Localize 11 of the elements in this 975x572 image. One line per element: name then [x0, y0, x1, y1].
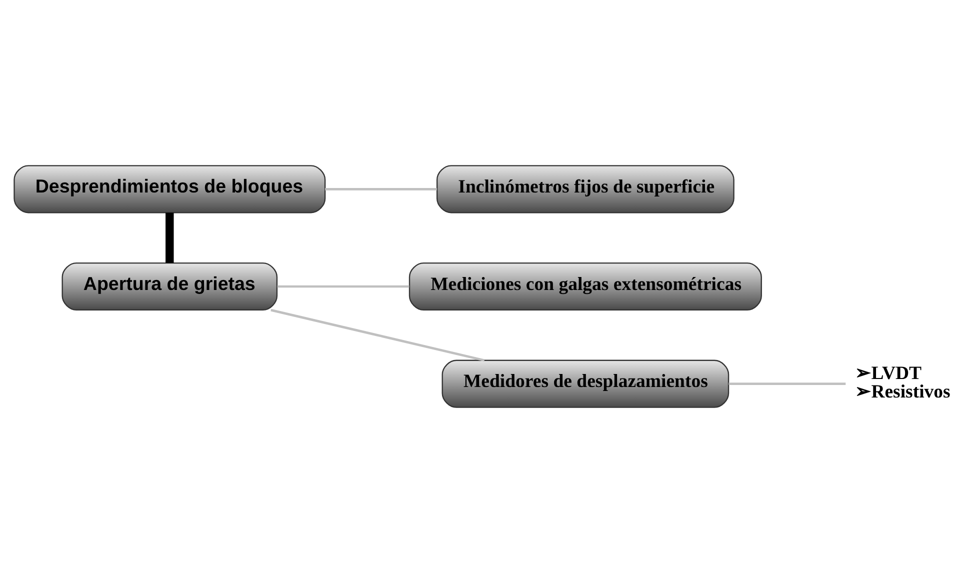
node-text: ➢LVDT ➢Resistivos — [855, 362, 950, 402]
connector — [270, 308, 485, 361]
node-box: Inclinómetros fijos de superficie — [436, 164, 734, 213]
node-box: Medidores de desplazamientos — [442, 359, 730, 408]
node-box: Desprendimientos de bloques — [14, 164, 326, 213]
connector — [728, 382, 846, 385]
connector — [166, 212, 174, 262]
node-box: Apertura de grietas — [62, 262, 278, 310]
connector — [277, 284, 410, 288]
node-box: Mediciones con galgas extensométricas — [408, 262, 762, 310]
connector — [325, 187, 437, 190]
